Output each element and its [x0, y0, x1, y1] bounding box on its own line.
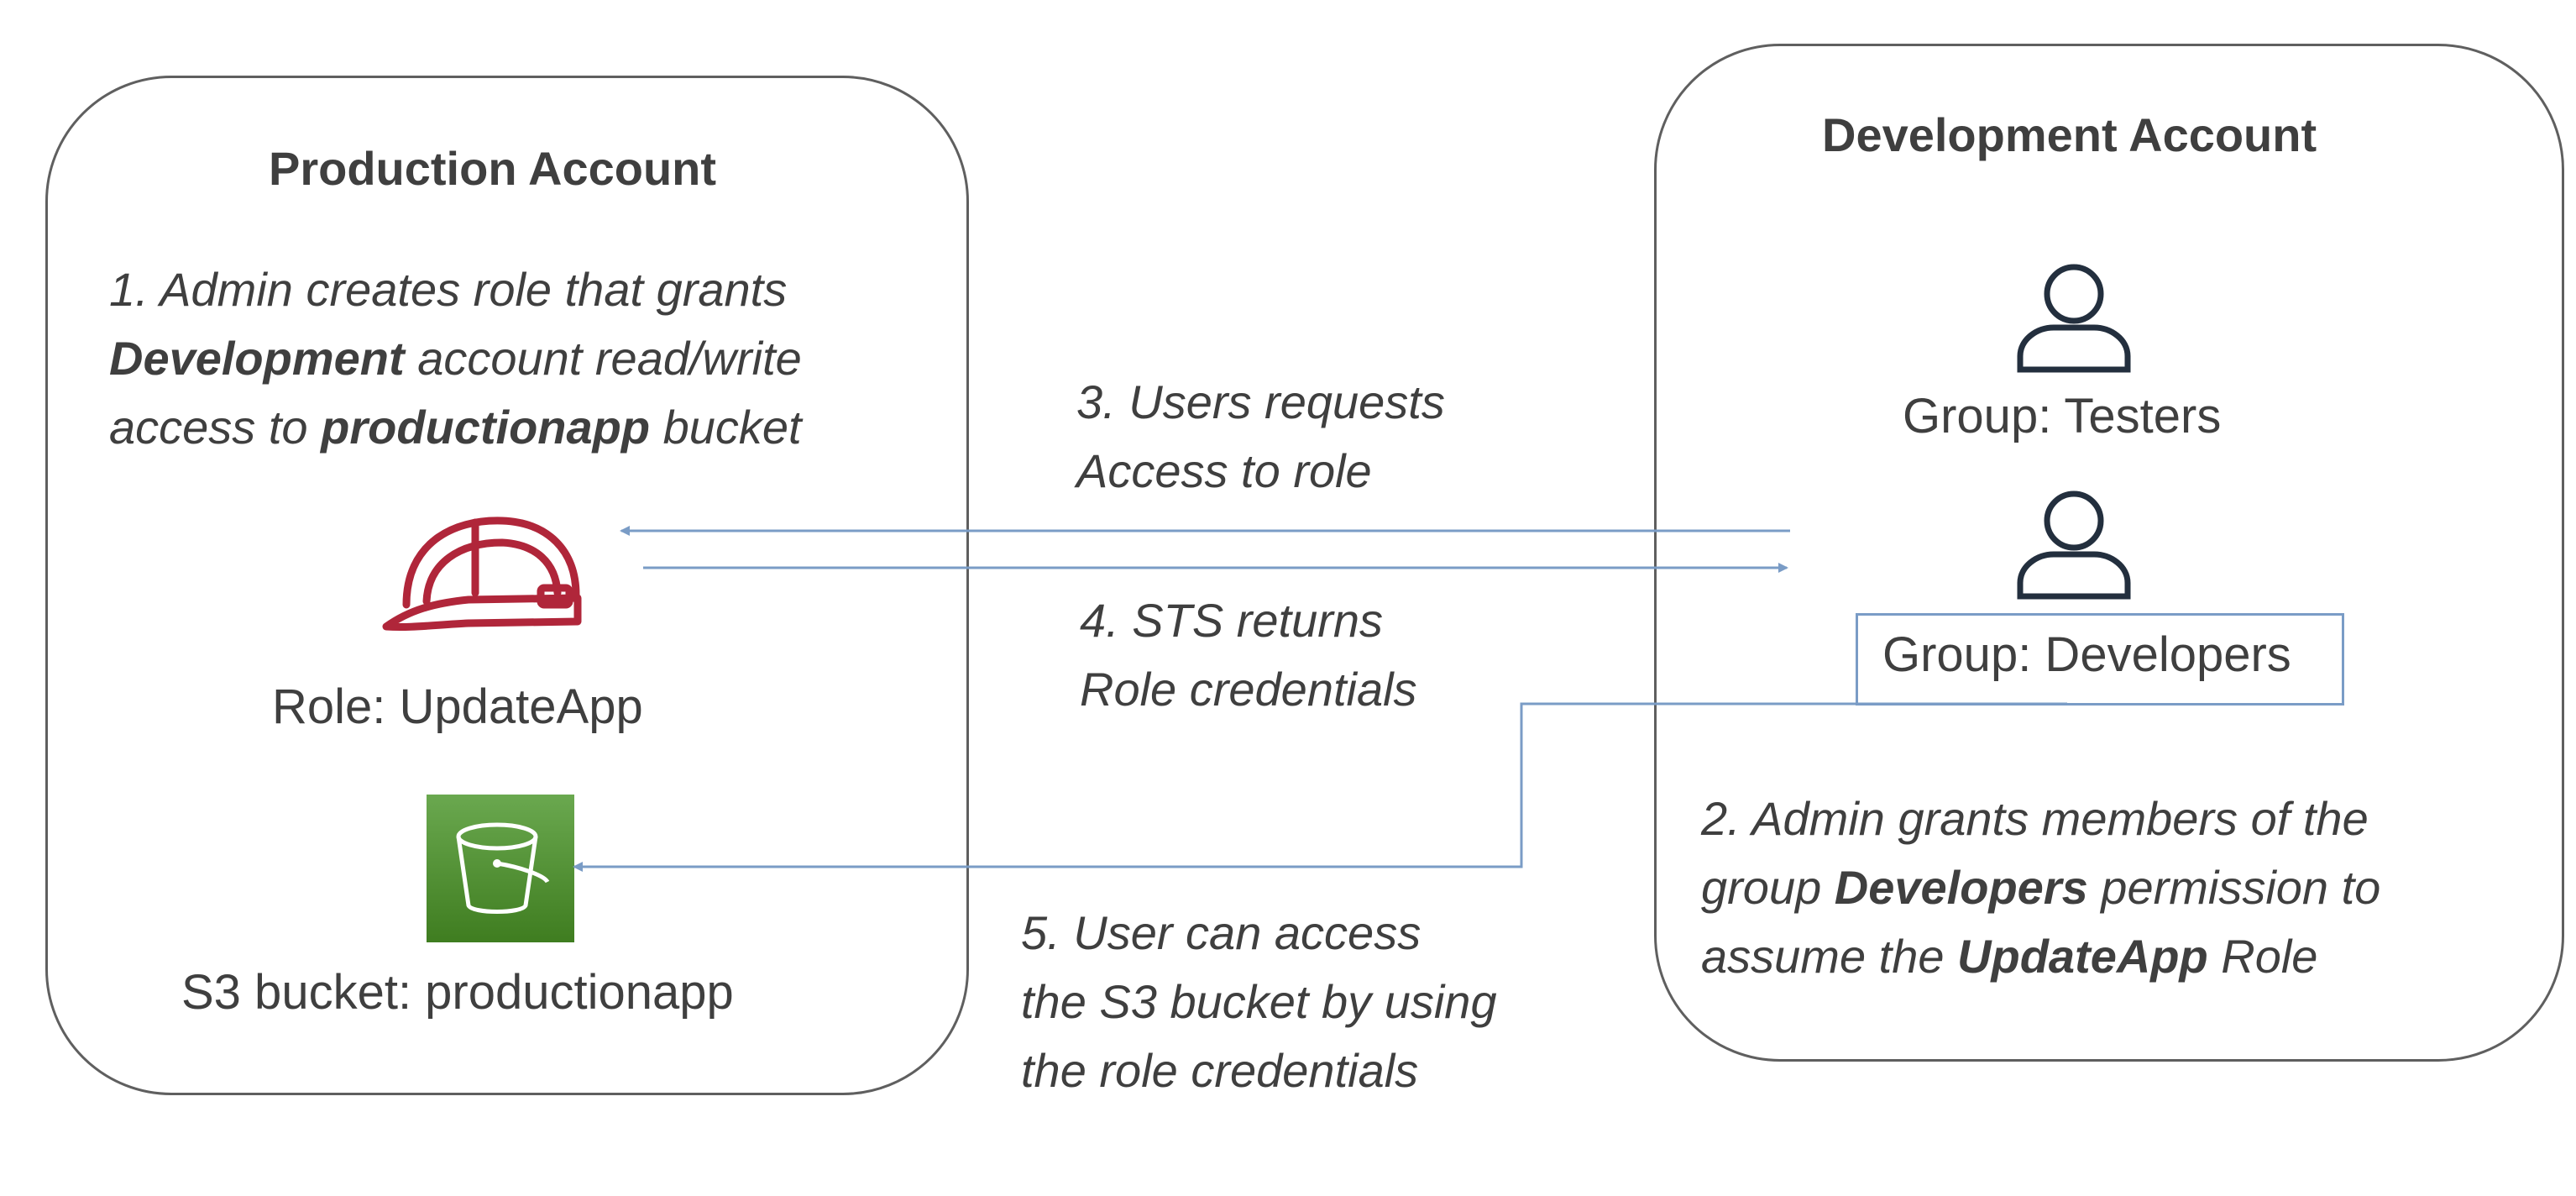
bucket-label: S3 bucket: productionapp: [181, 965, 734, 1020]
step-5-line-1: 5. User can access: [1021, 906, 1422, 959]
step-5-line-2: the S3 bucket by using: [1021, 975, 1497, 1028]
step-4-line-1: 4. STS returns: [1080, 594, 1384, 647]
user-icon: [2017, 490, 2131, 600]
testers-group-label: Group: Testers: [1903, 389, 2222, 443]
role-label: Role: UpdateApp: [272, 679, 643, 734]
s3-bucket-icon: [427, 795, 574, 942]
hard-hat-icon: [382, 517, 582, 632]
step-3-line-2: Access to role: [1076, 444, 1372, 497]
developers-group-label: Group: Developers: [1882, 627, 2291, 682]
production-account-box: [45, 76, 969, 1095]
developers-group-box: [1856, 613, 2344, 706]
step-3-text: 3. Users requests Access to role: [1076, 368, 1445, 506]
step-1-line-1: 1. Admin creates role that grants: [109, 263, 788, 316]
development-account-title: Development Account: [1822, 108, 2317, 161]
step-4-line-2: Role credentials: [1080, 663, 1417, 716]
step-5-line-3: the role credentials: [1021, 1044, 1419, 1097]
user-icon: [2017, 264, 2131, 373]
step-1-line-2: Development account read/write: [109, 332, 802, 385]
step-2-line-3: assume the UpdateApp Role: [1701, 930, 2318, 983]
step-2-text: 2. Admin grants members of the group Dev…: [1701, 784, 2380, 991]
step-3-line-1: 3. Users requests: [1076, 375, 1445, 428]
step-5-text: 5. User can access the S3 bucket by usin…: [1021, 899, 1497, 1105]
step-2-line-1: 2. Admin grants members of the: [1701, 792, 2369, 845]
development-account-box: [1654, 44, 2564, 1062]
step-2-line-2: group Developers permission to: [1701, 861, 2381, 914]
production-account-title: Production Account: [269, 142, 717, 195]
step-1-text: 1. Admin creates role that grants Develo…: [109, 255, 802, 462]
step-1-line-3: access to productionapp bucket: [109, 401, 802, 454]
access-bucket-arrow: [573, 702, 2067, 872]
step-4-text: 4. STS returns Role credentials: [1080, 586, 1417, 724]
